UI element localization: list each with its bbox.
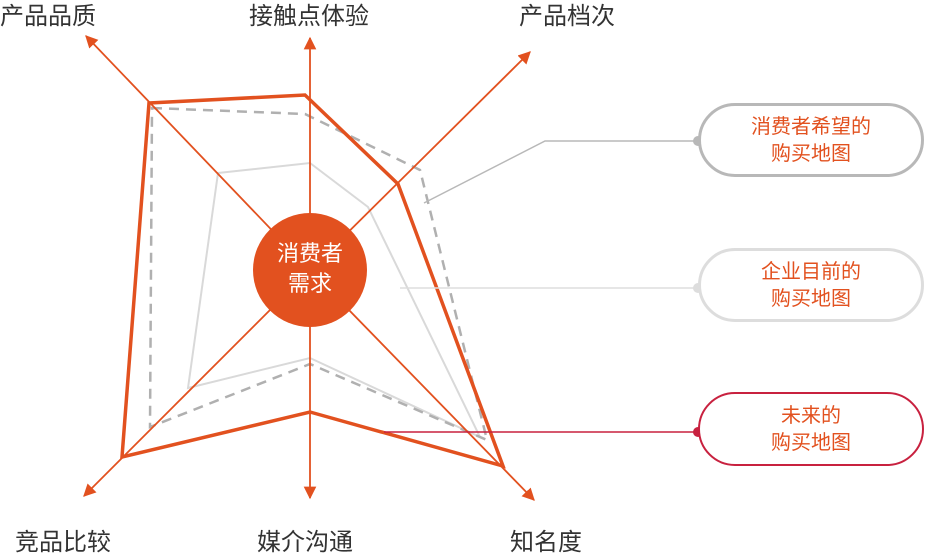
legend-current-map: 企业目前的 购买地图 xyxy=(698,248,924,322)
hoped-map-polygon xyxy=(148,106,489,443)
axis-label-touchpoint: 接触点体验 xyxy=(249,2,369,30)
legend-future-line2: 购买地图 xyxy=(771,430,851,454)
legend-hoped-line1: 消费者希望的 xyxy=(751,114,871,138)
center-label-line2: 需求 xyxy=(287,272,332,297)
future-map-polygon xyxy=(120,93,506,469)
axis-label-media: 媒介沟通 xyxy=(257,528,353,556)
center-label-line1: 消费者 xyxy=(276,242,343,268)
hoped-connector xyxy=(423,140,698,204)
legend-future-map: 未来的 购买地图 xyxy=(698,392,924,466)
axis-label-quality: 产品品质 xyxy=(0,2,96,30)
axis-label-grade: 产品档次 xyxy=(519,2,615,30)
axis-label-awareness: 知名度 xyxy=(510,528,582,556)
legend-future-line1: 未来的 xyxy=(781,403,841,427)
legend-current-line1: 企业目前的 xyxy=(761,259,861,283)
legend-hoped-line2: 购买地图 xyxy=(771,141,851,165)
axis-label-competitor: 竞品比较 xyxy=(15,528,111,556)
legend-hoped-map: 消费者希望的 购买地图 xyxy=(698,103,924,177)
legend-current-line2: 购买地图 xyxy=(771,286,851,310)
consumer-needs-center: 消费者 需求 xyxy=(253,213,367,327)
